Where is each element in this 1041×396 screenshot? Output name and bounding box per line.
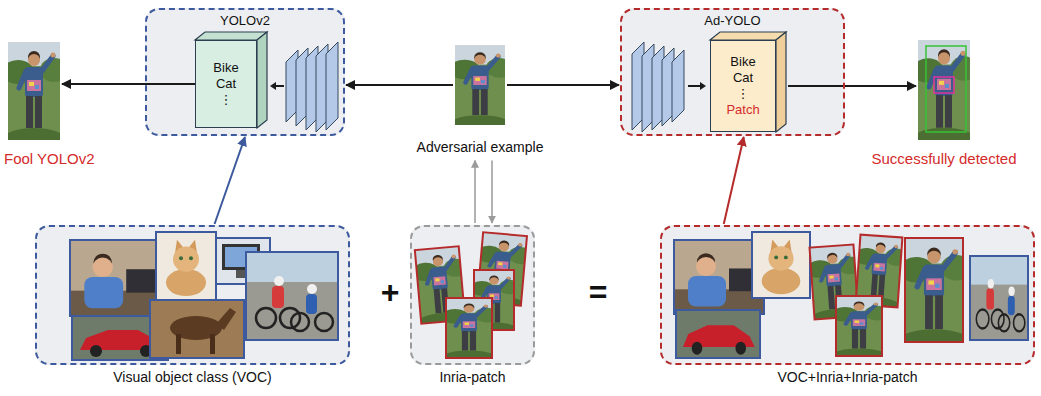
layer-slab [326,42,338,130]
result-caption: Successfully detected [871,150,1016,169]
flow-arrow [507,84,619,86]
class-name: Bike [730,54,755,70]
voc-photo [156,232,216,300]
text-group: YOLOv2 [147,13,343,29]
flow-arrow [491,161,493,224]
dataset-caption: Inria-patch [439,369,505,387]
voc-photo [150,300,244,358]
patch-photo [441,298,499,363]
patch-photo [831,296,889,361]
conv-layers [632,42,684,132]
conv-layers [286,42,338,132]
dataset-caption: VOC+Inria+Inria-patch [777,369,917,387]
class-name: Cat [216,76,236,92]
photo-node: Fool YOLOv2 [8,42,60,140]
photo-frame [905,238,963,342]
flow-arrow [724,137,744,224]
voc-photo [246,252,338,340]
dataset-panel: VOC+Inria+Inria-patch [660,225,1035,365]
label-holder: + [381,276,400,308]
photo-frame [836,296,882,356]
photo-node: Successfully detected [918,40,970,140]
photo-frame [752,232,810,298]
patch-photo [898,238,972,350]
detection-box [926,46,966,132]
class-name: ⋮ [737,86,750,102]
block-top-face [195,32,267,40]
text-group: Adversarial example [417,139,544,157]
photo-caption: Adversarial example [417,139,544,157]
panel-ground [145,8,345,136]
plus-sign: + [381,276,400,308]
connectors [62,84,916,224]
class-block: BikeCat⋮ [195,40,257,128]
text-group: Visual object class (VOC) [113,369,271,387]
panel-ground [35,225,350,365]
text-group: BikeCat⋮Patch [711,41,775,131]
flow-arrow [62,83,195,85]
text-group: BikeCat⋮ [196,41,256,127]
person-photo [449,45,512,132]
panel-title: YOLOv2 [147,13,343,29]
equals-sign: = [589,276,608,308]
class-name: Bike [213,60,238,76]
class-name: ⋮ [220,92,233,108]
panel-ground [660,225,1035,365]
panel-ground [620,8,845,136]
voc-photo [70,240,162,316]
panel-title: Ad-YOLO [622,13,843,29]
dataset-caption: Visual object class (VOC) [113,369,271,387]
text-group: VOC+Inria+Inria-patch [777,369,917,387]
photo-frame [446,298,492,358]
photo-node: Adversarial example [455,45,505,125]
block-top-face [710,32,786,40]
photo-frame [970,256,1028,340]
photo-frame [70,240,162,316]
photo-frame [246,252,338,340]
voc-photo [752,232,810,298]
label-holder: = [589,276,608,308]
flow-arrow [788,85,916,87]
person-photo [2,42,68,148]
flow-arrow [215,137,245,224]
dataset-panel: Inria-patch [410,225,535,365]
internal-arrowhead [700,82,706,90]
person-photo [912,40,978,148]
class-name: Patch [726,102,759,118]
block-side-face [257,32,267,128]
voc-photo [674,240,764,314]
voc-photo [676,310,760,358]
result-caption: Fool YOLOv2 [4,150,95,169]
class-name: Cat [733,70,753,86]
model-panel: Ad-YOLO BikeCat⋮Patch [620,8,845,136]
panel-ground [410,225,535,365]
class-block: BikeCat⋮Patch [710,40,776,132]
model-panel: YOLOv2BikeCat⋮ [145,8,345,136]
photo-frame [674,240,764,314]
block-side-face [776,32,786,132]
detection-box [934,77,954,93]
flow-arrow [346,84,453,86]
dataset-panel: Visual object class (VOC) [35,225,350,365]
photo-frame [150,300,244,358]
voc-photo [970,256,1028,340]
photo-frame [676,310,760,358]
text-group: Successfully detected [871,150,1016,169]
photo-frame [156,232,216,300]
layer-slab [672,50,684,122]
text-group: Inria-patch [439,369,505,387]
flow-arrow [474,161,476,224]
text-group: Ad-YOLO [622,13,843,29]
text-group: Fool YOLOv2 [4,150,95,169]
internal-arrowhead [270,82,276,90]
internal-arrow [688,85,701,87]
